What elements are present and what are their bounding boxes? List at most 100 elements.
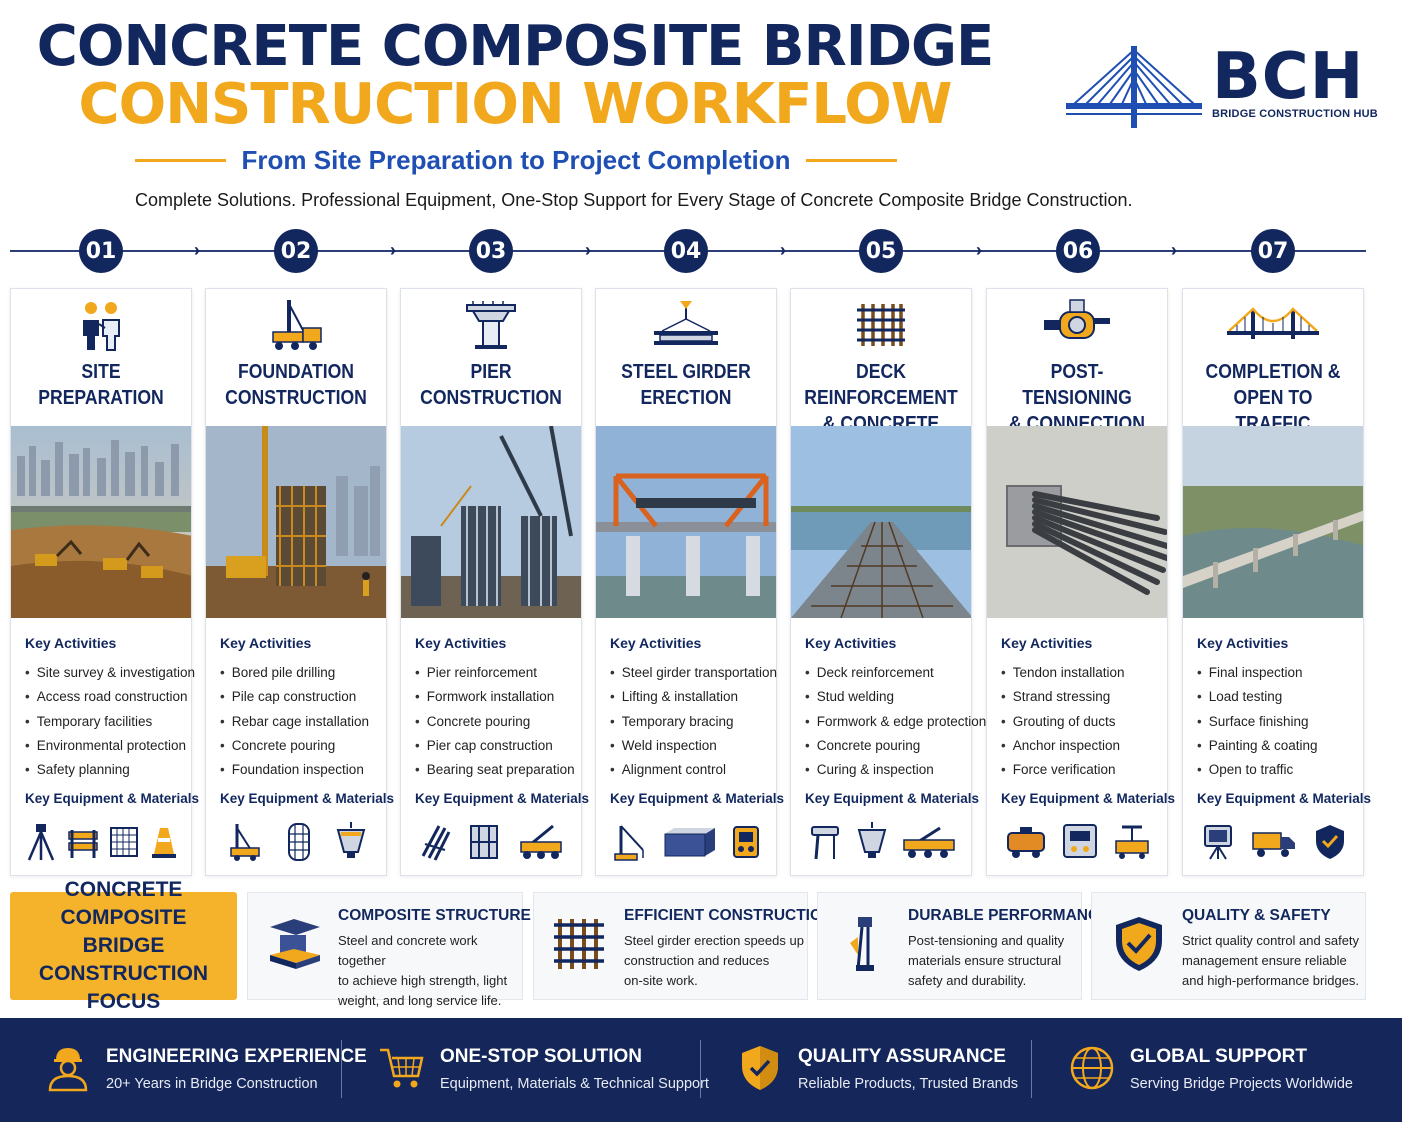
suspension-bridge-icon: [1227, 307, 1319, 339]
cart-icon: [380, 1048, 424, 1088]
engineer-icon: [48, 1048, 88, 1092]
feature-title: COMPOSITE STRUCTURE: [338, 907, 531, 924]
step-number-3: 03: [469, 229, 513, 273]
list-item: Stud welding: [805, 685, 986, 709]
step-card-post-tensioning: POST-TENSIONING& CONNECTION Key Activiti…: [986, 288, 1175, 876]
control-panel-icon: [1063, 824, 1097, 858]
bridge-logo-icon: [1066, 46, 1202, 128]
shield-icon: [742, 1046, 778, 1090]
step-number-2: 02: [274, 229, 318, 273]
list-item: Safety planning: [25, 758, 195, 782]
feature-quality-safety: QUALITY & SAFETY Strict quality control …: [1091, 892, 1366, 1000]
equipment-label: Key Equipment & Materials: [220, 791, 395, 806]
composite-structure-icon: [270, 919, 320, 969]
step-number-6: 06: [1056, 229, 1100, 273]
list-item: Access road construction: [25, 685, 195, 709]
foundation-construction-photo: [206, 426, 386, 618]
footer-divider: [700, 1040, 701, 1098]
shield-check-icon: [1116, 917, 1162, 971]
tagline: Complete Solutions. Professional Equipme…: [135, 190, 1133, 210]
key-activities-label: Key Activities: [415, 635, 507, 651]
list-item: Force verification: [1001, 758, 1125, 782]
list-item: Rebar cage installation: [220, 710, 369, 734]
concrete-pump-icon: [903, 826, 955, 858]
step-number-1: 01: [79, 229, 123, 273]
list-item: Surface finishing: [1197, 710, 1318, 734]
list-item: Strand stressing: [1001, 685, 1125, 709]
equipment-label: Key Equipment & Materials: [1001, 791, 1176, 806]
monitor-icon: [1203, 825, 1232, 860]
tendon-anchor-icon: [850, 917, 874, 971]
activities-list: Deck reinforcement Stud welding Formwork…: [805, 661, 987, 782]
globe-icon: [1070, 1046, 1114, 1090]
footer-description: 20+ Years in Bridge Construction: [106, 1076, 318, 1092]
drill-rig-icon: [230, 824, 261, 861]
logo-name: BRIDGE CONSTRUCTION HUB: [1212, 108, 1378, 120]
list-item: Concrete pouring: [805, 734, 986, 758]
list-item: Alignment control: [610, 758, 777, 782]
step-number-7: 07: [1251, 229, 1295, 273]
list-item: Temporary bracing: [610, 710, 777, 734]
chevron-right-icon: ›: [1171, 240, 1177, 260]
pier-icon: [466, 301, 516, 349]
bch-logo: BCH BRIDGE CONSTRUCTION HUB: [1066, 40, 1378, 132]
list-item: Formwork installation: [415, 685, 575, 709]
list-item: Anchor inspection: [1001, 734, 1125, 758]
footer-description: Equipment, Materials & Technical Support: [440, 1076, 709, 1092]
feature-efficient-construction: EFFICIENT CONSTRUCTION Steel girder erec…: [533, 892, 833, 1000]
activities-list: Pier reinforcement Formwork installation…: [415, 661, 575, 782]
activities-list: Final inspection Load testing Surface fi…: [1197, 661, 1318, 782]
list-item: Load testing: [1197, 685, 1318, 709]
feature-durable-performance: DURABLE PERFORMANCE Post-tensioning and …: [817, 892, 1110, 1000]
subtitle-rule-right: [806, 158, 897, 162]
list-item: Deck reinforcement: [805, 661, 986, 685]
equipment-icons: [997, 819, 1159, 865]
feature-title: EFFICIENT CONSTRUCTION: [624, 907, 834, 924]
pier-construction-photo: [401, 426, 581, 618]
list-item: Lifting & installation: [610, 685, 777, 709]
activities-list: Bored pile drilling Pile cap constructio…: [220, 661, 369, 782]
rebar-grid-icon: [554, 919, 604, 969]
footer-divider: [341, 1040, 342, 1098]
logo-mark: BCH: [1212, 40, 1365, 114]
formwork-icon: [469, 825, 498, 859]
footer-description: Reliable Products, Trusted Brands: [798, 1076, 1019, 1092]
cone-icon: [151, 828, 176, 858]
list-item: Bored pile drilling: [220, 661, 369, 685]
equipment-icons: [1193, 819, 1355, 865]
key-activities-label: Key Activities: [1001, 635, 1093, 651]
list-item: Final inspection: [1197, 661, 1318, 685]
mesh-icon: [110, 827, 139, 857]
activities-list: Site survey & investigation Access road …: [25, 661, 195, 782]
tripod-icon: [28, 824, 55, 861]
footer-description: Serving Bridge Projects Worldwide: [1130, 1076, 1353, 1092]
list-item: Steel girder transportation: [610, 661, 777, 685]
feature-title: QUALITY & SAFETY: [1182, 907, 1331, 924]
concrete-bucket-icon: [857, 822, 887, 858]
deck-pouring-photo: [791, 426, 971, 618]
site-preparation-photo: [11, 426, 191, 618]
list-item: Environmental protection: [25, 734, 195, 758]
footer-title: ENGINEERING EXPERIENCE: [106, 1046, 367, 1067]
footer-divider: [1031, 1040, 1032, 1098]
completion-photo: [1183, 426, 1363, 618]
equipment-label: Key Equipment & Materials: [25, 791, 200, 806]
equipment-label: Key Equipment & Materials: [1197, 791, 1372, 806]
steel-girder-icon: [664, 828, 715, 857]
feature-composite-structure: COMPOSITE STRUCTURE Steel and concrete w…: [247, 892, 531, 1008]
step-number-4: 04: [664, 229, 708, 273]
chevron-right-icon: ›: [780, 240, 786, 260]
key-activities-label: Key Activities: [25, 635, 117, 651]
title-line-1: CONCRETE COMPOSITE BRIDGE: [36, 14, 995, 79]
chevron-right-icon: ›: [390, 240, 396, 260]
equipment-icons: [21, 819, 183, 865]
list-item: Pier reinforcement: [415, 661, 575, 685]
equipment-icons: [801, 819, 963, 865]
key-activities-label: Key Activities: [610, 635, 702, 651]
